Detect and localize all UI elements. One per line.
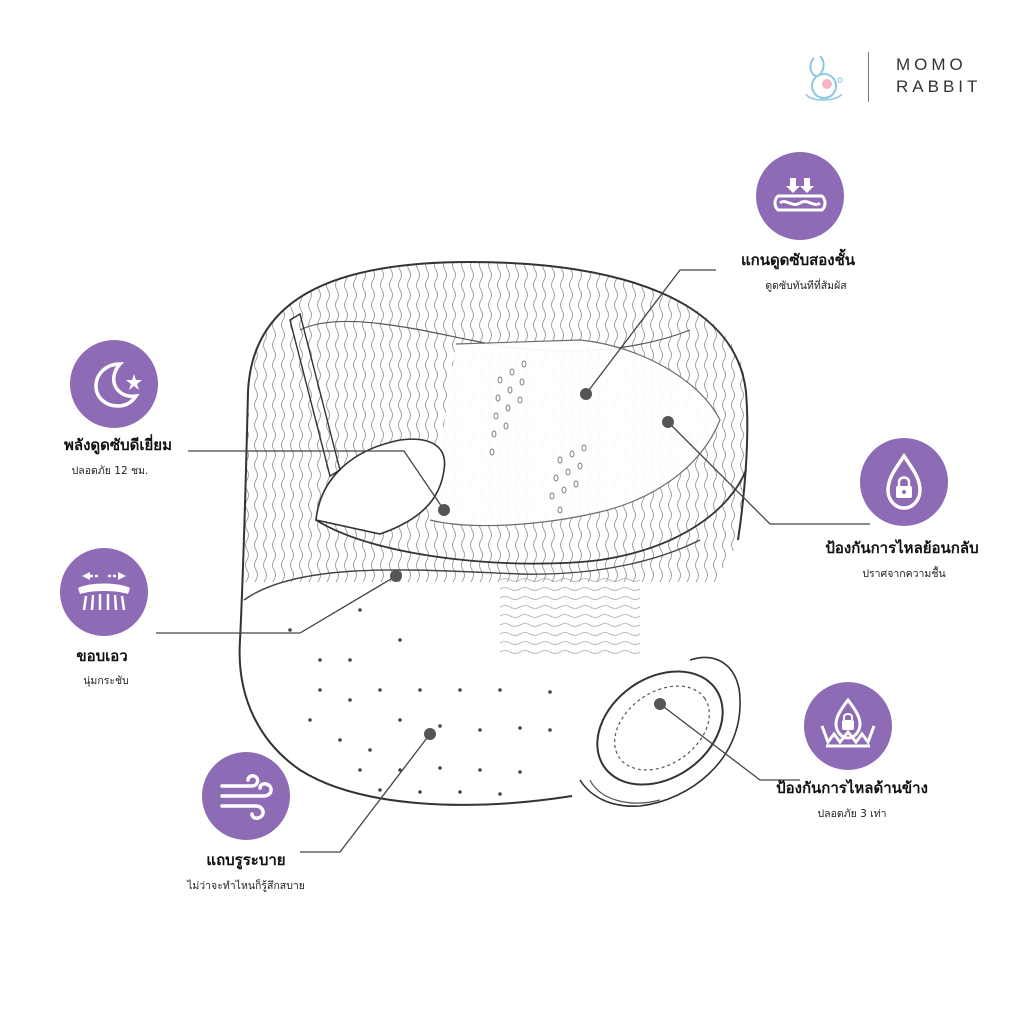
double-layer-absorb-icon [773,178,827,212]
callout-dot [424,728,436,740]
feature-subtitle: ดูดซับทันทีที่สัมผัส [765,280,847,292]
callout-dots [390,388,674,740]
moon-star-badge [70,340,158,428]
leader-line [585,269,716,395]
feature-title: พลังดูดซับดีเยี่ยม [64,436,172,454]
feature-subtitle: ไม่ว่าจะทำไหนก็รู้สึกสบาย [187,880,305,892]
callout-leaders [156,269,870,853]
diaper-body [238,260,749,807]
brand-line-2: RABBIT [896,77,982,96]
leader-line [300,733,431,853]
brand-line-1: MOMO [896,55,967,74]
brand-name: MOMO RABBIT [896,54,981,98]
wind-breathable-badge [202,752,290,840]
feature-subtitle: ปลอดภัย 3 เท่า [817,808,887,820]
leader-line [667,421,870,525]
moon-star-icon [94,362,142,408]
leak-guard-lock-badge [804,682,892,770]
feature-subtitle: ปราศจากความชื้น [862,568,946,580]
brand-header: MOMO RABBIT [800,48,1000,108]
water-drop-lock-badge [860,438,948,526]
feature-title: แถบรูระบาย [206,851,286,869]
callout-dot [438,504,450,516]
water-drop-lock-icon [886,452,922,510]
callout-dot [662,416,674,428]
leader-line [188,450,445,511]
brand-divider [868,52,869,102]
callout-dot [654,698,666,710]
feature-title: ป้องกันการไหลย้อนกลับ [825,539,979,557]
leader-line [156,575,397,634]
callout-dot [390,570,402,582]
feature-subtitle: นุ่มกระชับ [83,675,129,687]
rabbit-logo-icon [805,55,843,101]
callout-dot [580,388,592,400]
stretch-waistband-icon [78,572,130,611]
leak-guard-lock-icon [820,697,876,748]
feature-title: แกนดูดซับสองชั้น [740,251,856,269]
stretch-waistband-badge [60,548,148,636]
leader-line [659,703,800,781]
double-layer-absorb-badge [756,152,844,240]
feature-title: ขอบเอว [76,647,128,665]
feature-subtitle: ปลอดภัย 12 ชม. [71,465,149,477]
feature-title: ป้องกันการไหลด้านข้าง [776,779,928,797]
wind-breathable-icon [220,774,273,820]
